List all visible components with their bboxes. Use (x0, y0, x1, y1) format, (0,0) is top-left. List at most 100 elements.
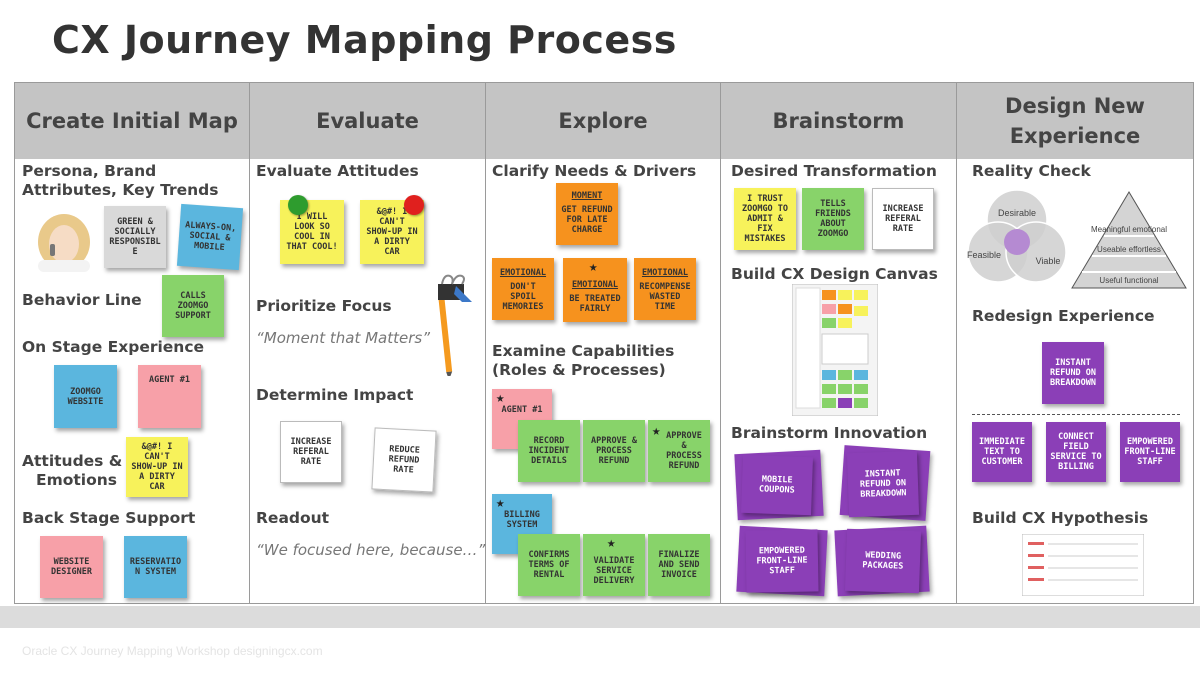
readout-label: Readout (256, 509, 330, 527)
sticky-note: RECORD INCIDENT DETAILS (518, 420, 580, 482)
determine-impact-label: Determine Impact (256, 386, 414, 404)
column-evaluate: Evaluate (250, 83, 486, 603)
reality-check-label: Reality Check (972, 162, 1091, 180)
note-body: GET REFUND FOR LATE CHARGE (561, 205, 613, 235)
build-hypothesis-label: Build CX Hypothesis (972, 509, 1149, 527)
sticky-note: GREEN & SOCIALLY RESPONSIBLE (104, 206, 166, 268)
pyramid-shape (1071, 191, 1187, 289)
on-stage-label: On Stage Experience (22, 338, 205, 356)
sticky-note: MOBILE COUPONS (741, 454, 813, 516)
note-body: VALIDATE SERVICE DELIVERY (593, 556, 635, 586)
green-pin-icon (288, 195, 308, 215)
sticky-note: CONFIRMS TERMS OF RENTAL (518, 534, 580, 596)
sticky-note: &@#! I CAN'T SHOW-UP IN A DIRTY CAR (360, 200, 424, 264)
prioritize-focus-label: Prioritize Focus (256, 297, 392, 315)
examine-capabilities-label: Examine Capabilities (492, 342, 675, 360)
note-body: AGENT #1 (501, 405, 543, 415)
hypothesis-template-thumbnail-icon (1022, 534, 1144, 596)
column-create-initial-map: Create Initial Map (15, 83, 250, 603)
sticky-note: CONNECT FIELD SERVICE TO BILLING (1046, 422, 1106, 482)
brainstorm-innovation-label: Brainstorm Innovation (731, 424, 928, 442)
sticky-note: WEDDING PACKAGES (844, 528, 922, 594)
note-heading: EMOTIONAL (499, 268, 547, 278)
note-body: BILLING SYSTEM (504, 510, 540, 530)
star-icon: ★ (652, 423, 661, 439)
note-body: DON'T SPOIL MEMORIES (502, 282, 544, 312)
star-icon: ★ (607, 535, 616, 551)
star-icon: ★ (496, 390, 505, 406)
venn-label: Viable (1036, 256, 1061, 266)
sticky-note: ★ VALIDATE SERVICE DELIVERY (583, 534, 645, 596)
note-heading: MOMENT (571, 191, 603, 201)
pyramid-label: Useful functional (1099, 276, 1158, 285)
column-header: Create Initial Map (15, 83, 249, 159)
roles-processes-label: (Roles & Processes) (492, 361, 666, 379)
design-canvas-thumbnail-icon (792, 284, 878, 416)
attitudes-label: Attitudes & (22, 452, 123, 470)
sticky-note: MOMENT GET REFUND FOR LATE CHARGE (556, 183, 618, 245)
emotions-label: Emotions (36, 471, 118, 489)
column-header: Design New Experience (957, 83, 1193, 159)
bottom-bar (0, 606, 1200, 628)
column-design-new-experience: Design New Experience (957, 83, 1193, 603)
sticky-note: EMPOWERED FRONT-LINE STAFF (745, 529, 819, 593)
column-brainstorm: Brainstorm (721, 83, 957, 603)
column-header: Explore (486, 83, 720, 159)
note-heading: EMOTIONAL (571, 280, 619, 290)
sticky-note: INSTANT REFUND ON BREAKDOWN (1042, 342, 1104, 404)
note-body: RECOMPENSE WASTED TIME (639, 282, 691, 312)
prioritize-quote: “Moment that Matters” (256, 329, 430, 347)
sticky-note: REDUCE REFUND RATE (371, 427, 437, 493)
note-heading: EMOTIONAL (641, 268, 689, 278)
sticky-note: ZOOMGO WEBSITE (54, 365, 117, 428)
readout-quote: “We focused here, because…” (256, 541, 486, 559)
pyramid-label: Useable effortless (1097, 245, 1161, 254)
pencil-clip-icon (438, 274, 472, 376)
sticky-note: ★ APPROVE & PROCESS REFUND (648, 420, 710, 482)
sticky-note: EMPOWERED FRONT-LINE STAFF (1120, 422, 1180, 482)
sticky-note: &@#! I CAN'T SHOW-UP IN A DIRTY CAR (126, 437, 188, 497)
behavior-line-label: Behavior Line (22, 291, 142, 309)
red-pin-icon (404, 195, 424, 215)
star-icon: ★ (589, 259, 598, 275)
persona-photo-icon (38, 214, 90, 272)
sticky-note: AGENT #1 (138, 365, 201, 428)
sticky-note: CALLS ZOOMGO SUPPORT (162, 275, 224, 337)
sticky-note: EMOTIONAL RECOMPENSE WASTED TIME (634, 258, 696, 320)
column-header: Brainstorm (721, 83, 956, 159)
venn-center (1004, 229, 1030, 255)
footer-credit: Oracle CX Journey Mapping Workshop desig… (22, 644, 323, 658)
sticky-note: EMOTIONAL DON'T SPOIL MEMORIES (492, 258, 554, 320)
venn-diagram: Desirable Feasible Viable (967, 189, 1067, 283)
sticky-note: APPROVE & PROCESS REFUND (583, 420, 645, 482)
evaluate-attitudes-label: Evaluate Attitudes (256, 162, 419, 180)
venn-label: Desirable (998, 208, 1036, 218)
sticky-note: FINALIZE AND SEND INVOICE (648, 534, 710, 596)
note-body: BE TREATED FAIRLY (569, 294, 621, 314)
desired-transformation-label: Desired Transformation (731, 162, 937, 180)
sticky-note: ★ EMOTIONAL BE TREATED FAIRLY (563, 258, 627, 322)
column-explore: Explore (486, 83, 721, 603)
sticky-note: IMMEDIATE TEXT TO CUSTOMER (972, 422, 1032, 482)
clarify-needs-label: Clarify Needs & Drivers (492, 162, 697, 180)
pyramid-diagram: Meaningful emotional Useable effortless … (1071, 191, 1187, 289)
page-title: CX Journey Mapping Process (52, 18, 677, 62)
sticky-note: INCREASE REFERAL RATE (280, 421, 342, 483)
build-canvas-label: Build CX Design Canvas (731, 265, 938, 283)
sticky-note: TELLS FRIENDS ABOUT ZOOMGO (802, 188, 864, 250)
star-icon: ★ (496, 495, 505, 511)
sticky-note: WEBSITE DESIGNER (40, 536, 103, 598)
sticky-note: INCREASE REFERAL RATE (872, 188, 934, 250)
sticky-note: ALWAYS-ON, SOCIAL & MOBILE (176, 203, 244, 271)
redesign-experience-label: Redesign Experience (972, 307, 1155, 325)
sticky-note: RESERVATION SYSTEM (124, 536, 187, 598)
pyramid-label: Meaningful emotional (1091, 225, 1167, 234)
journey-board: Create Initial Map Evaluate Explore Brai… (14, 82, 1194, 604)
venn-label: Feasible (967, 250, 1001, 260)
note-body: APPROVE & PROCESS REFUND (666, 431, 702, 471)
sticky-note: I TRUST ZOOMGO TO ADMIT & FIX MISTAKES (734, 188, 796, 250)
back-stage-label: Back Stage Support (22, 509, 196, 527)
divider-dashed (972, 414, 1180, 415)
column-header: Evaluate (250, 83, 485, 159)
persona-label: Persona, Brand Attributes, Key Trends (22, 162, 219, 199)
